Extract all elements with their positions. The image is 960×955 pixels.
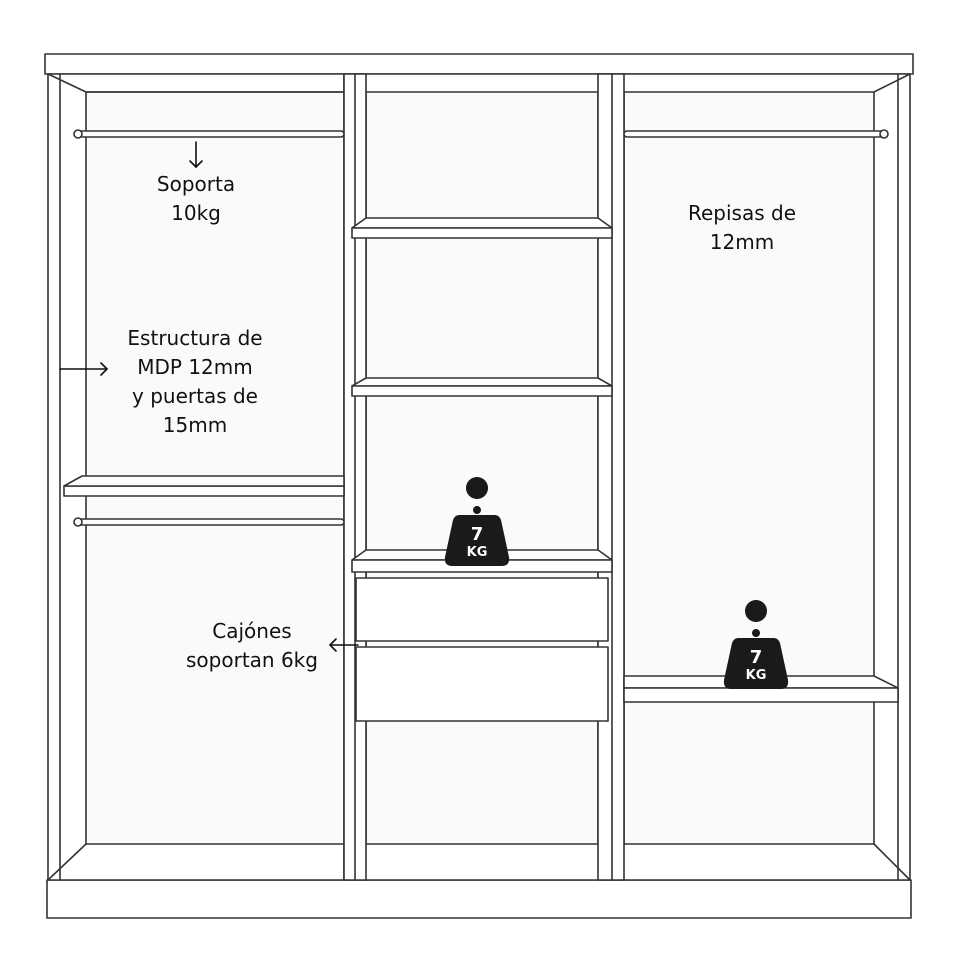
drawers-line-2: soportan 6kg bbox=[186, 648, 318, 672]
rod-capacity-label: Soporta 10kg bbox=[116, 170, 276, 228]
rod-capacity-line-2: 10kg bbox=[171, 201, 221, 225]
shelves-label: Repisas de 12mm bbox=[662, 199, 822, 257]
drawers-line-1: Cajónes bbox=[212, 619, 292, 643]
shelves-line-1: Repisas de bbox=[687, 201, 796, 225]
hanging-rod-top bbox=[73, 129, 345, 139]
hanging-rod-bottom bbox=[73, 517, 345, 527]
weight-icon: 7 KG bbox=[444, 477, 510, 566]
arrow-down-icon bbox=[189, 141, 203, 168]
structure-label: Estructura de MDP 12mm y puertas de 15mm bbox=[100, 324, 290, 440]
weight-badge-unit: KG bbox=[746, 668, 767, 683]
weight-badge-unit: KG bbox=[467, 545, 488, 560]
structure-line-3: y puertas de bbox=[132, 384, 258, 408]
structure-line-4: 15mm bbox=[162, 413, 228, 437]
right-compartment bbox=[613, 73, 911, 881]
structure-line-2: MDP 12mm bbox=[137, 355, 253, 379]
rod-capacity-line-1: Soporta bbox=[156, 172, 236, 196]
weight-badge-value: 7 bbox=[750, 647, 763, 668]
hanging-rod-right bbox=[623, 129, 889, 139]
drawers-label: Cajónes soportan 6kg bbox=[172, 617, 332, 675]
left-compartment bbox=[47, 73, 345, 881]
drawer-bottom bbox=[355, 646, 609, 722]
arrow-left-icon bbox=[329, 638, 359, 652]
center-compartment bbox=[343, 73, 615, 881]
shelves-line-2: 12mm bbox=[709, 230, 775, 254]
structure-line-1: Estructura de bbox=[127, 326, 263, 350]
arrow-right-icon bbox=[59, 362, 108, 376]
left-shelf bbox=[63, 475, 345, 497]
base-plinth bbox=[46, 879, 912, 919]
weight-badge-value: 7 bbox=[471, 524, 484, 545]
drawer-top bbox=[355, 577, 609, 642]
center-shelf-1 bbox=[351, 217, 613, 239]
weight-icon: 7 KG bbox=[723, 600, 789, 689]
top-board bbox=[44, 53, 914, 75]
center-shelf-2 bbox=[351, 377, 613, 397]
divider-right bbox=[597, 73, 625, 881]
